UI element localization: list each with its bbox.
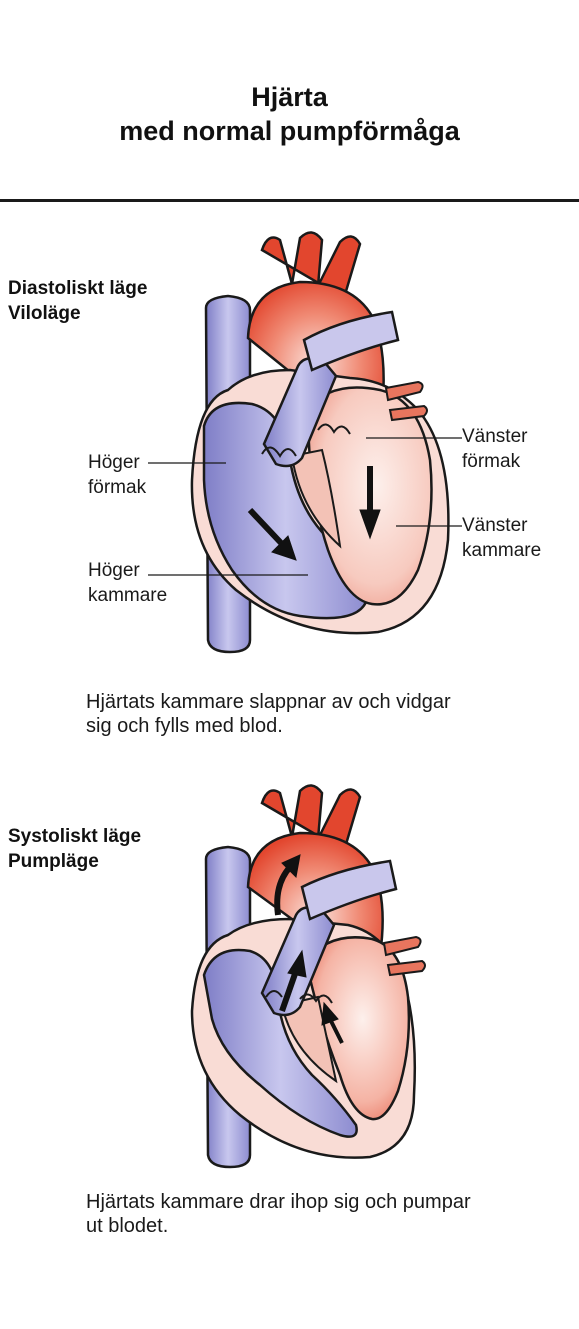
label-left-ventricle: Vänster kammare (462, 513, 541, 563)
aortic-outflow-arrow (274, 854, 301, 916)
label-right-atrium-line-1: Höger (88, 452, 140, 473)
label-left-atrium-line-1: Vänster (462, 426, 528, 447)
right-ventricle-flow-arrow (247, 507, 297, 561)
label-left-ventricle-line-2: kammare (462, 540, 542, 561)
diastole-state-line-1: Diastoliskt läge (8, 278, 148, 299)
systole-caption: Hjärtats kammare drar ihop sig och pumpa… (86, 1190, 471, 1238)
label-right-atrium: Höger förmak (88, 450, 146, 500)
label-right-ventricle-line-1: Höger (88, 560, 140, 581)
systole-state-label: Systoliskt läge Pumpläge (8, 824, 141, 874)
left-ventricle-outflow-arrow (321, 1001, 344, 1044)
systole-state-line-2: Pumpläge (8, 851, 99, 872)
systole-heart-illustration (190, 784, 426, 1169)
diastole-caption-line-2: sig och fylls med blod. (86, 715, 283, 737)
septum-shape (290, 448, 342, 549)
diastole-heart-illustration (148, 231, 462, 654)
diastole-state-label: Diastoliskt läge Viloläge (8, 276, 147, 326)
title-line-2: med normal pumpförmåga (119, 116, 460, 146)
label-left-atrium: Vänster förmak (462, 424, 527, 474)
systole-caption-line-1: Hjärtats kammare drar ihop sig och pumpa… (86, 1191, 471, 1213)
page-title: Hjärta med normal pumpförmåga (0, 80, 579, 148)
pulmonary-artery-shape (262, 357, 338, 468)
diastole-caption: Hjärtats kammare slappnar av och vidgar … (86, 690, 451, 738)
diastole-caption-line-1: Hjärtats kammare slappnar av och vidgar (86, 691, 451, 713)
pulmonary-outflow-arrow (279, 949, 307, 1012)
aorta-branches-shape (260, 231, 362, 300)
systole-caption-line-2: ut blodet. (86, 1215, 169, 1237)
systole-state-line-1: Systoliskt läge (8, 826, 142, 847)
label-right-ventricle: Höger kammare (88, 558, 167, 608)
label-left-ventricle-line-1: Vänster (462, 515, 528, 536)
label-right-atrium-line-2: förmak (88, 477, 147, 498)
label-right-ventricle-line-2: kammare (88, 585, 168, 606)
label-left-atrium-line-2: förmak (462, 451, 521, 472)
title-divider (0, 199, 579, 202)
title-line-1: Hjärta (251, 82, 328, 112)
left-ventricle-flow-arrow (359, 466, 381, 540)
diastole-state-line-2: Viloläge (8, 303, 81, 324)
